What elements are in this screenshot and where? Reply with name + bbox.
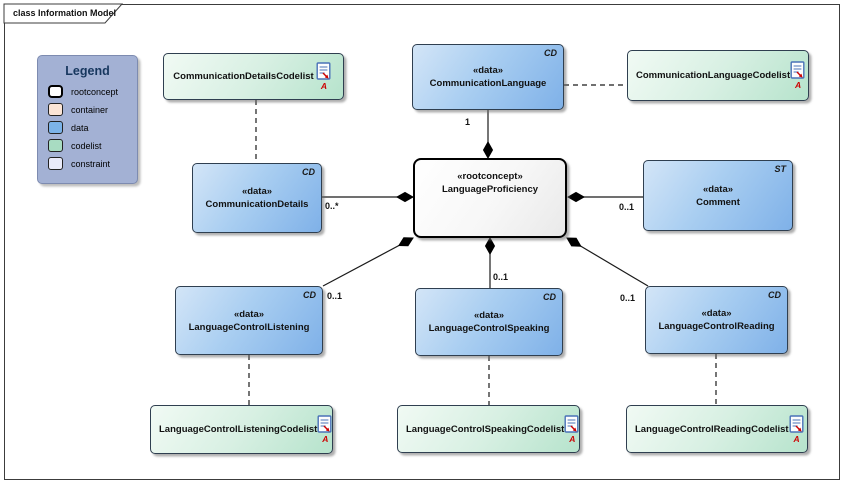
node-communication-details[interactable]: CD «data» CommunicationDetails (192, 163, 322, 233)
class-name: CommunicationLanguageCodelist (636, 70, 791, 81)
legend-item-label: codelist (71, 140, 102, 151)
legend-item-data: data (48, 121, 137, 134)
class-name: LanguageProficiency (441, 184, 539, 195)
class-name: LanguageControlSpeaking (428, 323, 550, 334)
multiplicity-label: 0..1 (620, 293, 636, 303)
annotation-letter: A (793, 433, 800, 444)
legend-item-rootconcept: rootconcept (48, 85, 137, 98)
technology-badge: CD (544, 48, 557, 58)
data-swatch (48, 121, 63, 134)
legend-item-container: container (48, 103, 137, 116)
multiplicity-label: 0..1 (493, 272, 509, 282)
legend: Legend rootconcept container data codeli… (37, 55, 138, 184)
class-name: CommunicationDetails (205, 199, 309, 210)
document-icon (790, 61, 805, 79)
diagram-frame (4, 4, 840, 480)
annotation-letter: A (320, 81, 328, 91)
annotation-letter: A (322, 434, 329, 444)
class-name: LanguageControlListening (188, 321, 310, 333)
stereotype-label: «data» (473, 310, 505, 321)
document-icon (317, 415, 332, 433)
document-icon (564, 414, 579, 433)
node-language-control-reading[interactable]: CD «data» LanguageControlReading (645, 286, 788, 354)
legend-item-codelist: codelist (48, 139, 137, 152)
technology-badge: CD (543, 292, 556, 302)
class-name: LanguageControlListeningCodelist (159, 424, 318, 435)
class-name: LanguageControlReading (658, 321, 775, 332)
legend-item-label: rootconcept (71, 86, 119, 97)
multiplicity-label: 1 (464, 117, 470, 127)
node-language-control-speaking[interactable]: CD «data» LanguageControlSpeaking (415, 288, 563, 356)
multiplicity-label: 0..* (325, 201, 339, 211)
stereotype-label: «data» (472, 65, 504, 76)
technology-badge: ST (774, 164, 786, 174)
annotation-letter: A (569, 433, 576, 444)
technology-badge: CD (303, 290, 316, 300)
node-language-control-reading-codelist[interactable]: LanguageControlReadingCodelist A (626, 405, 808, 453)
legend-item-constraint: constraint (48, 157, 137, 170)
legend-item-label: data (71, 122, 89, 133)
stereotype-label: «data» (702, 183, 734, 195)
stereotype-label: «data» (233, 308, 265, 320)
rootconcept-swatch (48, 85, 63, 98)
node-communication-language-codelist[interactable]: CommunicationLanguageCodelist A (627, 50, 809, 101)
annotation-letter: A (795, 80, 802, 90)
legend-item-label: container (71, 104, 109, 115)
frame-tab-label: class Information Model (13, 8, 117, 18)
container-swatch (48, 103, 63, 116)
stereotype-label: «data» (701, 308, 732, 319)
stereotype-label: «data» (241, 186, 273, 197)
multiplicity-label: 0..1 (619, 202, 635, 212)
codelist-swatch (48, 139, 63, 152)
class-name: LanguageControlReadingCodelist (635, 423, 789, 435)
node-communication-details-codelist[interactable]: CommunicationDetailsCodelist A (163, 53, 344, 100)
class-name: Comment (696, 196, 740, 208)
document-icon (789, 414, 804, 433)
class-name: CommunicationDetailsCodelist (173, 71, 314, 82)
class-name: LanguageControlSpeakingCodelist (406, 423, 565, 435)
legend-title: Legend (65, 64, 110, 78)
document-icon (316, 62, 331, 80)
multiplicity-label: 0..1 (327, 291, 343, 301)
constraint-swatch (48, 157, 63, 170)
node-language-control-listening-codelist[interactable]: LanguageControlListeningCodelist A (150, 405, 333, 454)
node-language-proficiency[interactable]: «rootconcept» LanguageProficiency (413, 158, 567, 238)
technology-badge: CD (302, 167, 315, 177)
legend-item-label: constraint (71, 158, 111, 169)
node-language-control-listening[interactable]: CD «data» LanguageControlListening (175, 286, 323, 355)
stereotype-label: «rootconcept» (457, 171, 523, 182)
technology-badge: CD (768, 290, 781, 300)
class-name: CommunicationLanguage (429, 78, 547, 89)
node-language-control-speaking-codelist[interactable]: LanguageControlSpeakingCodelist A (397, 405, 580, 453)
node-communication-language[interactable]: CD «data» CommunicationLanguage (412, 44, 564, 110)
frame-tab (3, 3, 124, 24)
node-comment[interactable]: ST «data» Comment (643, 160, 793, 231)
